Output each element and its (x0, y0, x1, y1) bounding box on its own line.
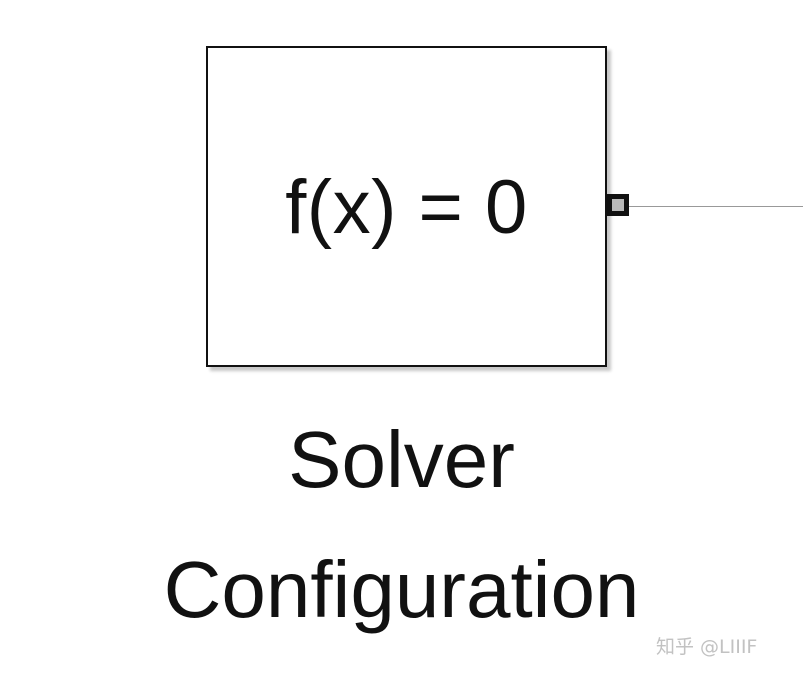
block-label-line-1: Solver (288, 415, 515, 504)
watermark: 知乎 @LIIIF (656, 636, 758, 658)
connection-line[interactable] (629, 206, 803, 207)
output-port[interactable] (607, 194, 629, 216)
block-expression: f(x) = 0 (285, 165, 528, 250)
solver-configuration-block[interactable]: f(x) = 0 (206, 46, 607, 367)
block-label-line-2: Configuration (163, 545, 640, 634)
